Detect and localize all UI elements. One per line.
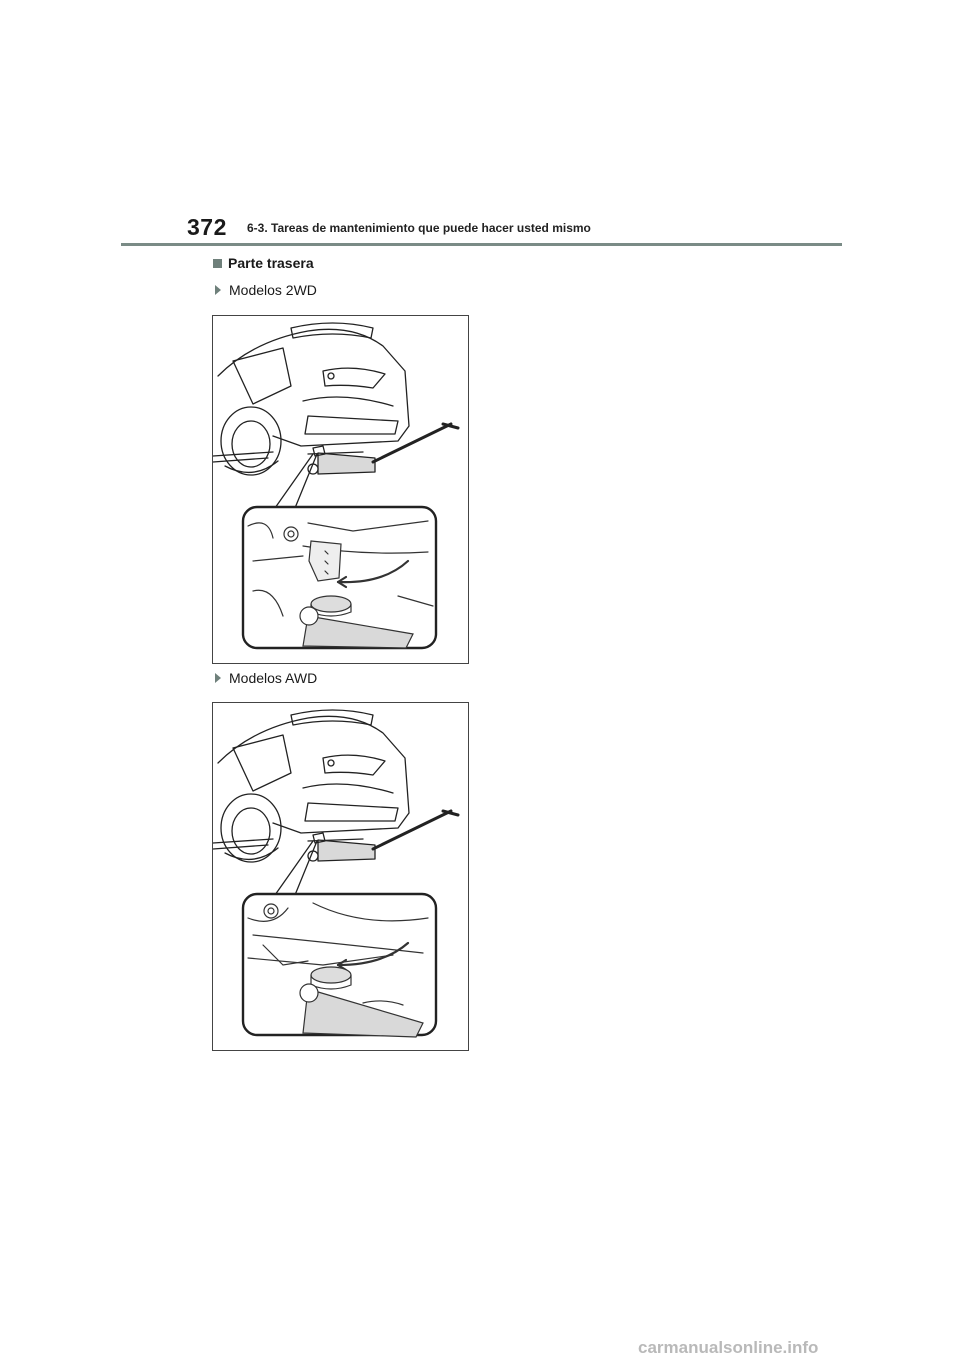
jack-point-illustration-2wd [212, 315, 469, 664]
list-item-2wd: Modelos 2WD [215, 282, 317, 298]
item-label: Modelos 2WD [229, 282, 317, 298]
triangle-bullet-icon [215, 673, 221, 683]
square-bullet-icon [213, 258, 222, 268]
car-jack-drawing-icon [213, 322, 460, 650]
list-item-awd: Modelos AWD [215, 670, 317, 686]
jack-point-illustration-awd [212, 702, 469, 1051]
page-number: 372 [187, 214, 227, 240]
section-title: 6-3. Tareas de mantenimiento que puede h… [247, 221, 591, 235]
triangle-bullet-icon [215, 285, 221, 295]
car-jack-drawing-icon [213, 709, 460, 1038]
header-divider [121, 243, 842, 246]
watermark: carmanualsonline.info [638, 1338, 819, 1357]
item-label: Modelos AWD [229, 670, 318, 686]
heading-label: Parte trasera [228, 255, 314, 271]
section-heading: Parte trasera [213, 255, 314, 271]
